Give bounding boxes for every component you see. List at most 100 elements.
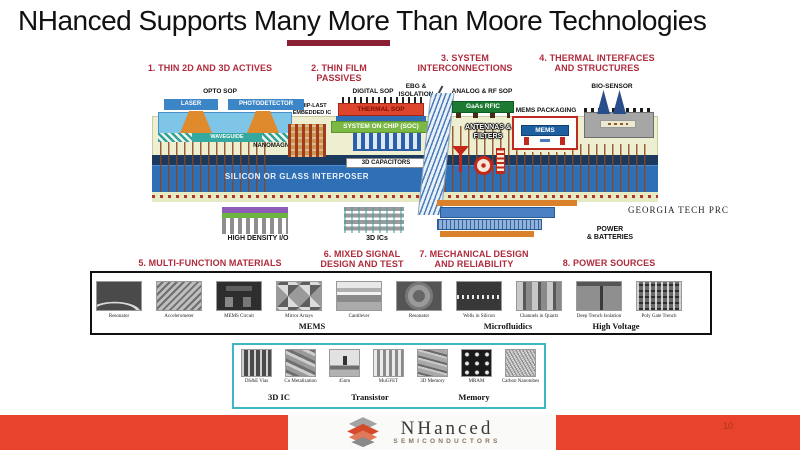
sem-image-cu-metalization bbox=[285, 349, 316, 377]
embedded-ic-block bbox=[288, 124, 326, 157]
sem-image-carbon-nanotubes bbox=[505, 349, 536, 377]
label-interposer: SILICON OR GLASS INTERPOSER bbox=[224, 172, 370, 181]
mems-post-right bbox=[560, 137, 565, 145]
title-underline bbox=[287, 40, 390, 46]
mems-post-left bbox=[524, 137, 529, 145]
caption: MRAM bbox=[468, 379, 485, 384]
group-label-memory: Memory bbox=[458, 392, 490, 402]
section-4-header: 4. THERMAL INTERFACES AND STRUCTURES bbox=[539, 53, 655, 73]
caption: Wells in Silicon bbox=[463, 314, 495, 319]
filter-stack-icon bbox=[496, 148, 505, 174]
label-analog-rf-sop: ANALOG & RF SOP bbox=[451, 88, 513, 95]
hdio-pin-comb bbox=[222, 218, 288, 234]
group-label-mems: MEMS bbox=[298, 321, 326, 331]
label-bio-sensor: BIO-SENSOR bbox=[591, 83, 633, 90]
section-7-header: 7. MECHANICAL DESIGN AND RELIABILITY bbox=[419, 249, 529, 269]
section-1-header: 1. THIN 2D AND 3D ACTIVES bbox=[147, 63, 273, 73]
label-high-density-io: HIGH DENSITY I/O bbox=[227, 235, 289, 242]
group-label-3d-ic: 3D IC bbox=[268, 392, 290, 402]
device-box: DS&E Vias Cu Metalization 45nm MuGFET 3D… bbox=[232, 343, 546, 409]
brand-text-block: NHanced SEMICONDUCTORS bbox=[393, 419, 500, 446]
caption: Mirror Arrays bbox=[285, 314, 313, 319]
footer-logo-panel: NHanced SEMICONDUCTORS bbox=[288, 415, 556, 450]
label-mems: MEMS bbox=[521, 125, 569, 136]
bio-sensor-cavity bbox=[600, 120, 636, 128]
group-label-high-voltage: High Voltage bbox=[592, 321, 640, 331]
3d-ic-stack bbox=[344, 207, 404, 233]
caption: Resonator bbox=[108, 314, 130, 319]
sem-image-channels-in-quartz bbox=[516, 281, 562, 311]
section-8-header: 8. POWER SOURCES bbox=[562, 258, 656, 268]
label-photodetector: PHOTODETECTOR bbox=[228, 99, 304, 110]
battery-layer-4 bbox=[440, 231, 534, 237]
label-mems-packaging: MEMS PACKAGING bbox=[515, 107, 577, 114]
sem-image-45nm bbox=[329, 349, 360, 377]
solder-ball-strip bbox=[152, 192, 658, 202]
capacitor-pillars bbox=[353, 133, 421, 151]
gaas-rfic-posts bbox=[456, 113, 510, 118]
label-gaas-rfic: GaAs RFIC bbox=[452, 101, 514, 113]
bio-sensor-spike-right bbox=[613, 90, 626, 114]
hdio-mid-layer bbox=[222, 213, 288, 218]
mems-sense-element bbox=[540, 139, 550, 142]
filter-coil-icon bbox=[474, 156, 493, 175]
caption: MuGFET bbox=[378, 379, 399, 384]
materials-box: Resonator Accelerometer MEMS Circuit Mir… bbox=[90, 271, 712, 335]
label-digital-sop: DIGITAL SOP bbox=[352, 88, 394, 95]
caption: Deep Trench Isolation bbox=[576, 314, 622, 319]
label-laser: LASER bbox=[164, 99, 218, 110]
bio-sensor-spike-left bbox=[597, 90, 610, 114]
thermal-blue-strip bbox=[336, 116, 426, 121]
sem-image-accelerometer bbox=[156, 281, 202, 311]
sem-image-mems-circuit bbox=[216, 281, 262, 311]
solder-balls bbox=[152, 195, 658, 198]
battery-layer-3 bbox=[437, 219, 542, 230]
sem-image-3d-memory bbox=[417, 349, 448, 377]
section-6-header: 6. MIXED SIGNAL DESIGN AND TEST bbox=[320, 249, 404, 269]
antenna-pole bbox=[459, 146, 462, 172]
laser-device bbox=[180, 111, 212, 133]
caption: 3D Memory bbox=[420, 379, 445, 384]
section-2-header: 2. THIN FILM PASSIVES bbox=[311, 63, 367, 83]
thermal-fins bbox=[342, 97, 422, 103]
label-power-batteries: POWER & BATTERIES bbox=[586, 226, 634, 241]
label-antennas-filters: ANTENNAS & FILTERS bbox=[465, 124, 511, 140]
battery-layer-2 bbox=[440, 207, 555, 218]
label-nanomagnetics: NANOMAGNETICS bbox=[253, 143, 307, 149]
sem-image-wells-in-silicon bbox=[456, 281, 502, 311]
caption: MEMS Circuit bbox=[224, 314, 254, 319]
caption: Poly Gate Trench bbox=[641, 314, 677, 319]
label-opto-sop: OPTO SOP bbox=[203, 88, 237, 95]
caption: Resonator bbox=[408, 314, 430, 319]
sem-image-poly-gate-trench bbox=[636, 281, 682, 311]
group-label-microfluidics: Microfluidics bbox=[483, 321, 533, 331]
label-ebg-isolation: EBG & ISOLATION bbox=[398, 83, 434, 98]
hdio-top-layer bbox=[222, 207, 288, 213]
sem-image-resonator-1 bbox=[96, 281, 142, 311]
section-5-header: 5. MULTI-FUNCTION MATERIALS bbox=[138, 258, 282, 268]
page-title: NHanced Supports Many More Than Moore Te… bbox=[18, 5, 707, 36]
sem-image-mirror-arrays bbox=[276, 281, 322, 311]
caption: DS&E Vias bbox=[244, 379, 269, 384]
brand-tagline: SEMICONDUCTORS bbox=[393, 438, 501, 445]
caption: Cantilever bbox=[348, 314, 370, 319]
sem-image-resonator-2 bbox=[396, 281, 442, 311]
label-system-on-chip: SYSTEM ON CHIP (SOC) bbox=[331, 121, 431, 133]
section-3-header: 3. SYSTEM INTERCONNECTIONS bbox=[417, 53, 513, 73]
waveguide-hatch-left bbox=[158, 133, 192, 142]
group-label-transistor: Transistor bbox=[351, 392, 389, 402]
label-thermal-sop: THERMAL SOP bbox=[338, 103, 424, 116]
nhanced-logo-icon bbox=[347, 416, 380, 447]
caption: Cu Metalization bbox=[284, 379, 317, 384]
sem-image-vias bbox=[241, 349, 272, 377]
caption: Channels in Quartz bbox=[519, 314, 559, 319]
waveguide-hatch-right bbox=[262, 133, 288, 142]
sem-image-mram bbox=[461, 349, 492, 377]
label-georgia-tech-prc: GEORGIA TECH PRC bbox=[628, 205, 729, 215]
page-number: 10 bbox=[722, 421, 733, 431]
label-3d-ics: 3D ICs bbox=[366, 235, 388, 242]
battery-layer-1 bbox=[437, 200, 577, 206]
caption: 45nm bbox=[338, 379, 351, 384]
sem-image-deep-trench-isolation bbox=[576, 281, 622, 311]
